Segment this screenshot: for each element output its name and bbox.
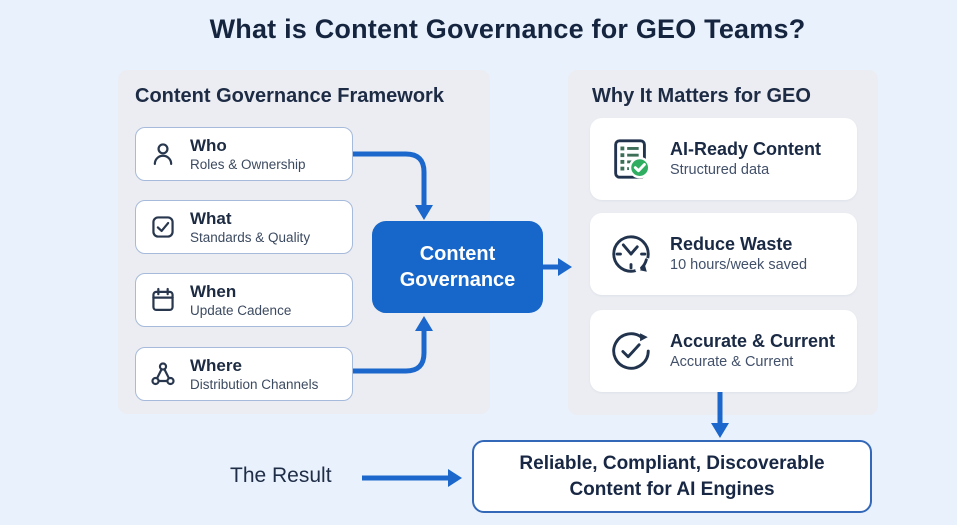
checkbox-icon bbox=[152, 216, 174, 238]
framework-heading: Content Governance Framework bbox=[135, 85, 444, 107]
benefit-title: Accurate & Current bbox=[670, 330, 836, 351]
framework-item-when: When Update Cadence bbox=[135, 273, 353, 327]
framework-item-title: Who bbox=[190, 135, 227, 155]
benefit-card-reduce-waste: Reduce Waste 10 hours/week saved bbox=[590, 213, 857, 295]
benefit-subtitle: Accurate & Current bbox=[670, 354, 794, 371]
page-title: What is Content Governance for GEO Teams… bbox=[209, 14, 806, 44]
framework-item-subtitle: Standards & Quality bbox=[190, 229, 311, 245]
arrowhead-down-icon bbox=[711, 423, 729, 438]
framework-item-subtitle: Roles & Ownership bbox=[190, 156, 306, 172]
arrowhead-right-icon bbox=[448, 469, 462, 487]
document-check-icon bbox=[614, 139, 651, 179]
framework-item-title: What bbox=[190, 208, 232, 228]
benefit-subtitle: 10 hours/week saved bbox=[670, 257, 808, 274]
calendar-icon bbox=[152, 287, 174, 312]
framework-item-who: Who Roles & Ownership bbox=[135, 127, 353, 181]
framework-item-what: What Standards & Quality bbox=[135, 200, 353, 254]
benefit-card-ai-ready: AI-Ready Content Structured data bbox=[590, 118, 857, 200]
person-icon bbox=[153, 143, 173, 166]
result-box: Reliable, Compliant, Discoverable Conten… bbox=[472, 440, 872, 513]
benefit-subtitle: Structured data bbox=[670, 162, 770, 179]
framework-item-subtitle: Distribution Channels bbox=[190, 376, 319, 392]
benefit-title: Reduce Waste bbox=[670, 233, 793, 254]
benefit-card-accurate: Accurate & Current Accurate & Current bbox=[590, 310, 857, 392]
network-icon bbox=[151, 362, 175, 386]
framework-item-title: Where bbox=[190, 355, 242, 375]
benefits-heading: Why It Matters for GEO bbox=[592, 85, 811, 107]
benefits-panel: Why It Matters for GEO AI-Ready Content … bbox=[568, 70, 878, 415]
benefit-title: AI-Ready Content bbox=[670, 138, 822, 159]
framework-item-where: Where Distribution Channels bbox=[135, 347, 353, 401]
framework-item-subtitle: Update Cadence bbox=[190, 302, 292, 318]
framework-item-title: When bbox=[190, 281, 237, 301]
result-label: The Result bbox=[230, 464, 332, 487]
content-governance-hub: Content Governance bbox=[372, 221, 543, 313]
clock-rewind-icon bbox=[612, 235, 651, 273]
check-refresh-icon bbox=[612, 332, 650, 370]
